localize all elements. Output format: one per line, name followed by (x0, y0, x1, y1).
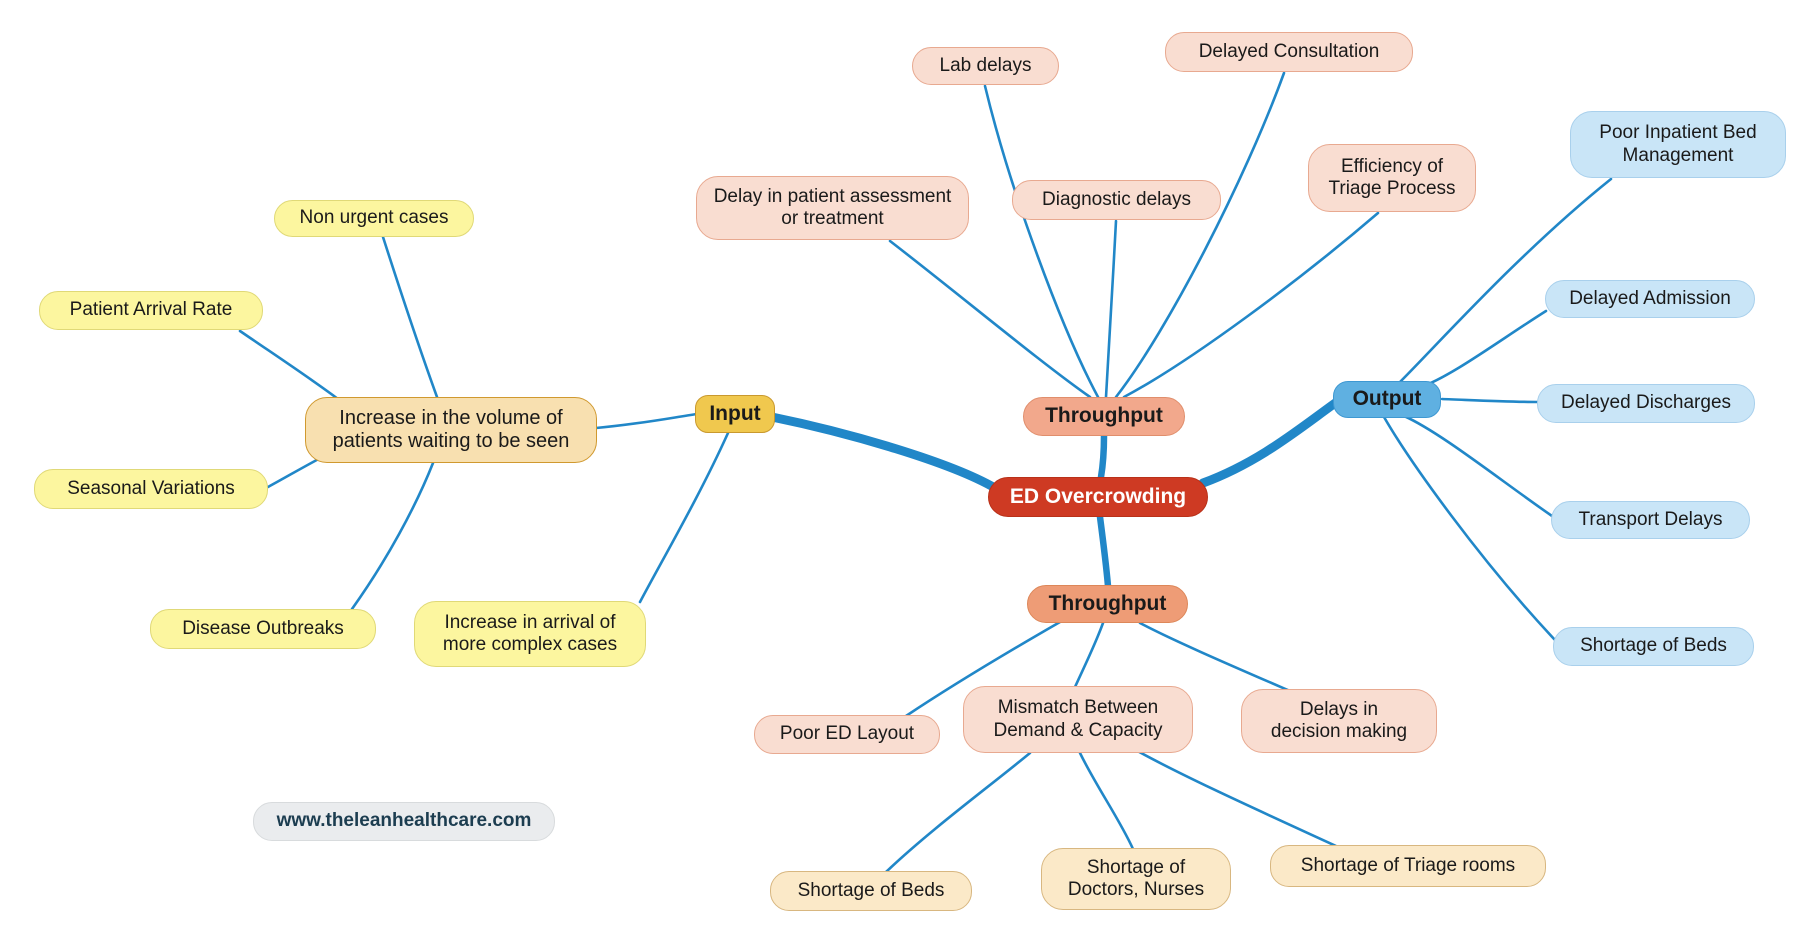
edge-lab-throughput (983, 84, 1100, 399)
edge-mismatch-doctors (1078, 751, 1135, 851)
node-disease-outbreaks[interactable]: Disease Outbreaks (150, 609, 376, 649)
edge-volume-input (594, 412, 699, 430)
node-triage-efficiency[interactable]: Efficiency of Triage Process (1308, 144, 1476, 212)
node-diagnostic-delays[interactable]: Diagnostic delays (1012, 180, 1221, 220)
node-patient-arrival-rate[interactable]: Patient Arrival Rate (39, 291, 263, 330)
edge-throughput-layout (904, 620, 1062, 718)
edge-root-throughput-bottom (1096, 513, 1112, 590)
edge-output-transport (1402, 414, 1554, 518)
node-shortage-doctors-nurses[interactable]: Shortage of Doctors, Nurses (1041, 848, 1231, 910)
edge-nonurgent-volume (381, 235, 439, 399)
node-delayed-discharges[interactable]: Delayed Discharges (1537, 384, 1755, 423)
edge-outbreaks-volume (350, 461, 435, 611)
edge-diagnostic-throughput (1104, 219, 1118, 399)
edge-mismatch-triage (1130, 746, 1338, 848)
website-badge: www.theleanhealthcare.com (253, 802, 555, 841)
node-lab-delays[interactable]: Lab delays (912, 47, 1059, 85)
node-transport-delays[interactable]: Transport Delays (1551, 501, 1750, 539)
edge-triage-throughput (1122, 211, 1380, 399)
edge-arrival-volume (238, 329, 340, 401)
node-output[interactable]: Output (1333, 381, 1441, 418)
edge-output-inpatient (1398, 177, 1613, 384)
node-ed-overcrowding[interactable]: ED Overcrowding (988, 477, 1208, 517)
edge-mismatch-beds (884, 751, 1032, 874)
node-shortage-beds-bottom[interactable]: Shortage of Beds (770, 871, 972, 911)
node-delays-decision-making[interactable]: Delays in decision making (1241, 689, 1437, 753)
edge-output-discharges (1440, 397, 1540, 404)
edge-output-beds (1382, 415, 1557, 642)
node-seasonal-variations[interactable]: Seasonal Variations (34, 469, 268, 509)
node-poor-inpatient-bed[interactable]: Poor Inpatient Bed Management (1570, 111, 1786, 178)
node-throughput-top[interactable]: Throughput (1023, 397, 1185, 436)
edge-root-throughput-top (1097, 432, 1108, 481)
node-non-urgent-cases[interactable]: Non urgent cases (274, 200, 474, 237)
edge-input-root (767, 412, 1000, 493)
node-delayed-admission[interactable]: Delayed Admission (1545, 280, 1755, 318)
node-increase-volume[interactable]: Increase in the volume of patients waiti… (305, 397, 597, 463)
edge-input-complex-cases (638, 431, 730, 604)
node-complex-cases[interactable]: Increase in arrival of more complex case… (414, 601, 646, 667)
node-mismatch-demand-capacity[interactable]: Mismatch Between Demand & Capacity (963, 686, 1193, 753)
node-throughput-bottom[interactable]: Throughput (1027, 585, 1188, 623)
node-shortage-beds-output[interactable]: Shortage of Beds (1553, 627, 1754, 666)
edge-root-output (1198, 396, 1343, 488)
edge-assessment-throughput (888, 239, 1092, 399)
edge-throughput-decision (1138, 621, 1292, 693)
node-input[interactable]: Input (695, 395, 775, 433)
edge-output-admission (1419, 309, 1548, 389)
node-delayed-consultation[interactable]: Delayed Consultation (1165, 32, 1413, 72)
node-poor-ed-layout[interactable]: Poor ED Layout (754, 715, 940, 754)
node-shortage-triage-rooms[interactable]: Shortage of Triage rooms (1270, 845, 1546, 887)
edge-consultation-throughput (1114, 71, 1286, 399)
node-delay-assessment[interactable]: Delay in patient assessment or treatment (696, 176, 969, 240)
edge-throughput-mismatch (1073, 621, 1105, 689)
